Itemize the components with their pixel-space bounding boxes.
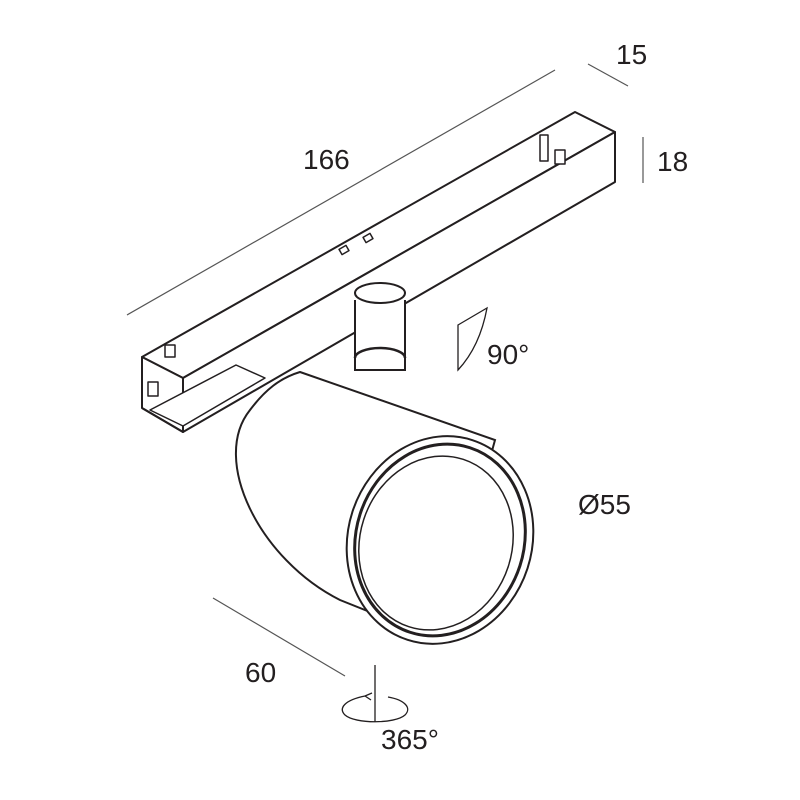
diameter-label: Ø55 — [578, 489, 631, 520]
tilt-label: 90° — [487, 339, 530, 370]
dimension-line-depth — [212, 597, 346, 677]
track-adapter — [141, 111, 616, 433]
length-label: 166 — [303, 144, 350, 175]
tilt-symbol-icon — [457, 306, 488, 372]
height-label: 18 — [657, 146, 689, 177]
dimension-line-width — [587, 63, 629, 87]
rotation-symbol-icon — [341, 665, 409, 723]
dimension-line-length — [126, 69, 556, 316]
rotation-label: 365° — [381, 724, 439, 755]
stem — [353, 282, 407, 371]
spot-body — [234, 370, 535, 645]
width-label: 15 — [616, 39, 648, 70]
depth-label: 60 — [245, 657, 277, 688]
